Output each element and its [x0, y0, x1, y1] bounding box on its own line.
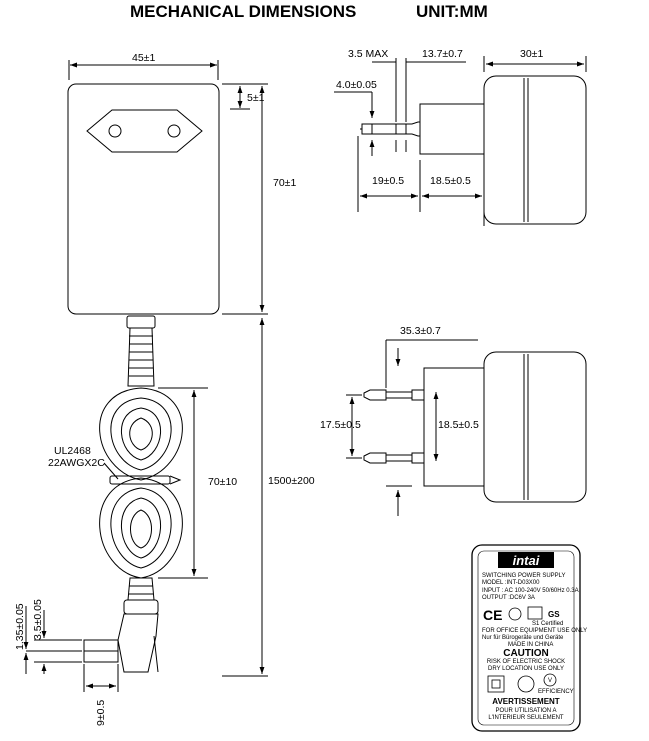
label-warning-fr: AVERTISSEMENT	[492, 697, 560, 706]
coiled-cable	[99, 387, 183, 579]
drawing-title: MECHANICAL DIMENSIONS	[130, 2, 356, 21]
top-view	[346, 339, 587, 516]
cable-tie	[109, 475, 171, 485]
dim-plug-inner: 3.5±0.05	[32, 599, 44, 640]
plug-pin-right	[167, 124, 181, 138]
dim-top-offset: 5±1	[247, 92, 265, 104]
label-caution: CAUTION	[503, 648, 549, 659]
dim-pin-reach: 35.3±0.7	[400, 325, 441, 337]
efficiency-icon	[543, 673, 557, 687]
rating-label: intai SWITCHING POWER SUPPLY MODEL :INT-…	[471, 544, 587, 732]
label-input: INPUT : AC 100-240V 50/60Hz 0.3A	[482, 588, 579, 594]
dim-width: 45±1	[132, 52, 155, 64]
top-pin-lower	[363, 452, 387, 464]
dim-pin-dia: 4.0±0.05	[336, 79, 377, 91]
label-origin: MADE IN CHINA	[508, 642, 553, 648]
top-body	[483, 351, 587, 503]
side-pin	[361, 121, 421, 137]
label-output: OUTPUT :DC6V 3A	[482, 595, 535, 601]
double-insulation-icon	[487, 675, 505, 693]
label-cert-marks: S1 Certified	[532, 621, 563, 627]
dim-coil-height: 70±10	[208, 476, 237, 488]
side-view	[334, 56, 587, 226]
dim-pin-offset: 13.7±0.7	[422, 48, 463, 60]
indoor-use-icon	[517, 675, 535, 693]
dim-cable-length: 1500±200	[268, 475, 315, 487]
brand-name: intai	[513, 553, 540, 568]
label-model: MODEL :INT-D03X00	[482, 580, 540, 586]
cable-spec-line2: 22AWGX2C	[48, 457, 105, 469]
dim-pin-length: 19±0.5	[372, 175, 404, 187]
dim-body-depth: 30±1	[520, 48, 543, 60]
cable-spec-line1: UL2468	[54, 445, 91, 457]
brand-logo	[498, 552, 554, 568]
label-warning-fr-line1: POUR UTILISATION A	[496, 708, 557, 714]
ce-mark: CE	[483, 607, 502, 623]
euro-plug-face	[86, 109, 203, 153]
label-caution-line2: DRY LOCATION USE ONLY	[488, 666, 564, 672]
dim-plug-outer: 1.35±0.05	[14, 603, 26, 650]
strain-relief	[126, 315, 156, 329]
dim-plug-length: 9±0.5	[95, 700, 107, 726]
dim-pin-max: 3.5 MAX	[348, 48, 388, 60]
plug-pin-left	[108, 124, 122, 138]
label-efficiency: EFFICIENCY	[538, 689, 574, 695]
label-product: SWITCHING POWER SUPPLY	[482, 573, 566, 579]
adapter-body	[67, 83, 220, 315]
efficiency-mark: V	[548, 678, 552, 684]
front-view	[23, 60, 268, 692]
unit-label: UNIT:MM	[416, 2, 488, 21]
dim-pin-spacing: 17.5±0.5	[320, 419, 361, 431]
label-office-use: FOR OFFICE EQUIPMENT USE ONLY	[482, 628, 587, 634]
dim-collar-length: 18.5±0.5	[430, 175, 471, 187]
side-body	[483, 75, 587, 225]
dim-height: 70±1	[273, 177, 296, 189]
label-caution-line1: RISK OF ELECTRIC SHOCK	[487, 659, 565, 665]
dim-collar-width: 18.5±0.5	[438, 419, 479, 431]
cert-icon	[508, 607, 522, 621]
dc-plug-body	[117, 613, 159, 673]
label-warning-fr-line2: L'INTERIEUR SEULEMENT	[488, 715, 563, 721]
top-pin-upper	[363, 389, 387, 401]
gs-mark: GS	[548, 610, 560, 619]
label-office-use-de: Nur für Bürogeräte und Geräte	[482, 635, 564, 641]
